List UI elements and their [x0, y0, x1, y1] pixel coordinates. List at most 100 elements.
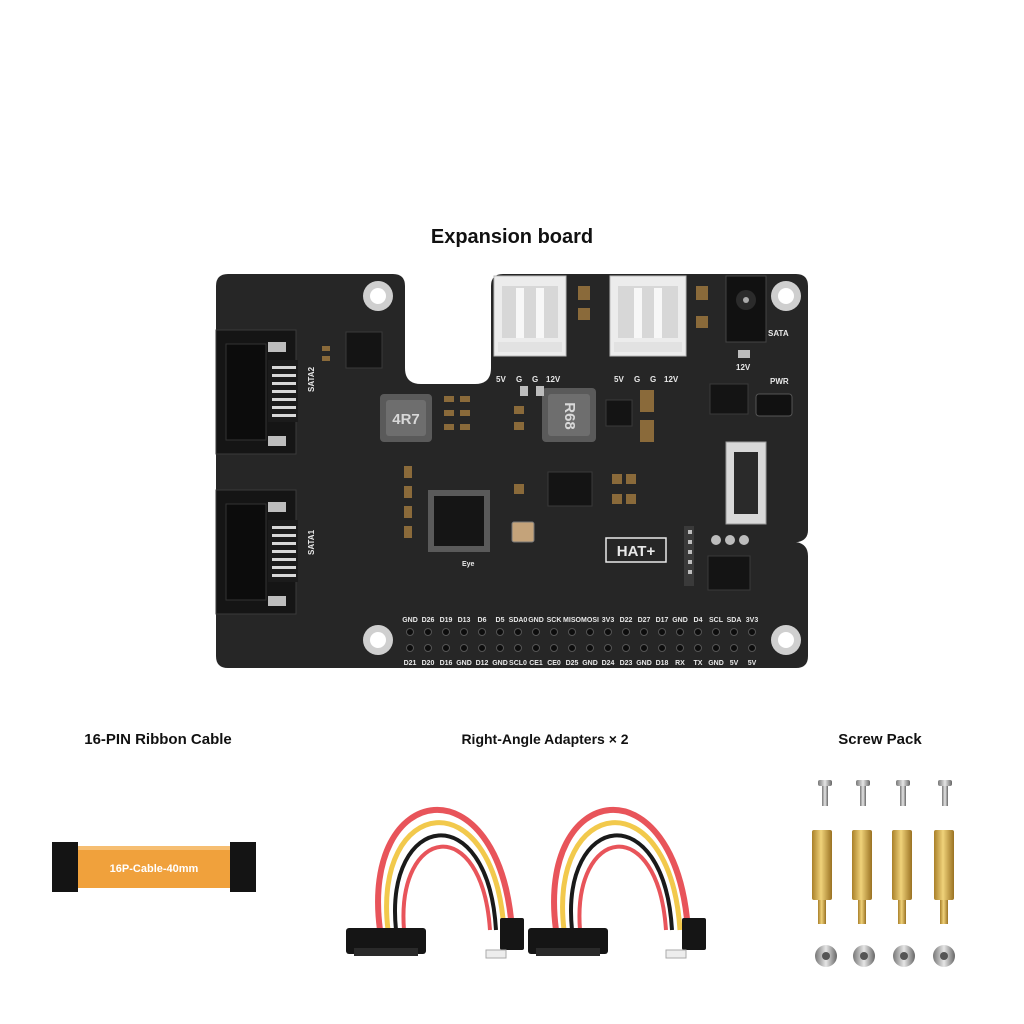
- controller-chip: [428, 490, 490, 552]
- small-chip: [345, 331, 383, 369]
- gpio-pin-label: SDA: [727, 617, 742, 624]
- gpio-bottom-labels: D21 D20 D16 GND D12 GND SCL0 CE1 CE0 D25…: [404, 660, 757, 667]
- right-angle-adapters-caption: Right-Angle Adapters × 2: [461, 731, 629, 747]
- ribbon-cable: 16P-Cable-40mm: [52, 842, 256, 892]
- gpio-pin-label: D5: [496, 617, 505, 624]
- eeprom-chip: [707, 555, 751, 591]
- hat-plus-label: HAT+: [605, 537, 667, 563]
- gpio-pin-label: D21: [404, 660, 417, 667]
- fan-pin-label: G: [516, 375, 522, 384]
- gpio-pin-label: D27: [638, 617, 651, 624]
- fan-pin-label: 5V: [614, 375, 624, 384]
- gpio-pin-label: GND: [672, 617, 688, 624]
- expansion-board-caption: Expansion board: [430, 226, 594, 248]
- screw: [938, 780, 952, 806]
- gpio-pin-label: 3V3: [602, 617, 615, 624]
- gpio-pin-label: RX: [675, 660, 685, 667]
- brass-standoff: [852, 830, 872, 924]
- gpio-pin-label: GND: [582, 660, 598, 667]
- gpio-top-labels: GND D26 D19 D13 D6 D5 SDA0 GND SCK MISO …: [402, 617, 758, 624]
- mounting-hole: [771, 625, 801, 655]
- gpio-pin-label: D4: [694, 617, 703, 624]
- gpio-pin-label: D26: [422, 617, 435, 624]
- smd-components: [520, 350, 750, 586]
- gpio-pin-label: GND: [528, 617, 544, 624]
- right-angle-adapter: [346, 807, 524, 959]
- gpio-pin-label: D6: [478, 617, 487, 624]
- gpio-pin-label: GND: [636, 660, 652, 667]
- inductor-r68: R68: [542, 388, 596, 442]
- screw-pack-caption: Screw Pack: [838, 731, 922, 748]
- gpio-pin-label: GND: [456, 660, 472, 667]
- gpio-pin-label: SDA0: [509, 617, 528, 624]
- screw: [818, 780, 832, 806]
- jack-voltage-label: 12V: [736, 363, 751, 372]
- gpio-pin-label: GND: [708, 660, 724, 667]
- gpio-pin-label: D24: [602, 660, 615, 667]
- fan-header-2-pin-labels: 5V G G 12V: [614, 375, 679, 384]
- sata1-connector: [215, 489, 298, 615]
- fpc-connector: [725, 441, 767, 525]
- brass-standoff: [892, 830, 912, 924]
- dc-power-jack: [725, 275, 767, 343]
- ribbon-cable-label: 16P-Cable-40mm: [110, 863, 199, 875]
- svg-text:HAT+: HAT+: [617, 543, 656, 560]
- gpio-pin-label: 5V: [730, 660, 739, 667]
- gpio-pin-label: 3V3: [746, 617, 759, 624]
- inductor-4r7: 4R7: [380, 394, 432, 442]
- gpio-pin-label: D12: [476, 660, 489, 667]
- hex-nut: [933, 945, 955, 967]
- gpio-pin-label: D16: [440, 660, 453, 667]
- fan-pin-label: G: [650, 375, 656, 384]
- brass-standoff: [934, 830, 954, 924]
- gpio-pin-label: D13: [458, 617, 471, 624]
- gpio-pin-label: CE1: [529, 660, 543, 667]
- mounting-hole: [363, 625, 393, 655]
- gpio-pin-label: D18: [656, 660, 669, 667]
- crystal: [511, 521, 535, 543]
- fan-pin-label: 5V: [496, 375, 506, 384]
- pcb-outline: [216, 274, 808, 668]
- smd-components: [322, 286, 708, 538]
- inductor-4r7-label: 4R7: [392, 411, 420, 428]
- screw: [896, 780, 910, 806]
- fan-pin-label: 12V: [546, 375, 561, 384]
- brass-standoff: [812, 830, 832, 924]
- gpio-pin-label: CE0: [547, 660, 561, 667]
- regulator-chip: [547, 471, 593, 507]
- expansion-board: SATA2 SATA1 5V G G 12V 5V G G 12V: [215, 274, 808, 668]
- gpio-pin-label: TX: [694, 660, 703, 667]
- gpio-pin-label: MISO: [563, 617, 581, 624]
- gpio-pin-label: SCL0: [509, 660, 527, 667]
- gpio-pin-label: 5V: [748, 660, 757, 667]
- small-chip: [605, 399, 633, 427]
- gpio-pin-label: GND: [492, 660, 508, 667]
- mounting-hole: [771, 281, 801, 311]
- push-button: [755, 393, 793, 417]
- sata2-connector: [215, 329, 298, 455]
- gpio-header: [406, 628, 756, 652]
- mounting-hole: [363, 281, 393, 311]
- gpio-pin-label: SCK: [547, 617, 562, 624]
- screw-pack: [812, 780, 955, 967]
- pwr-led-label: PWR: [770, 377, 789, 386]
- gpio-pin-label: D20: [422, 660, 435, 667]
- fan-header-1: [493, 275, 567, 357]
- gpio-pin-label: MOSI: [581, 617, 599, 624]
- gpio-pin-label: SCL: [709, 617, 724, 624]
- sata1-label: SATA1: [307, 529, 316, 555]
- screw: [856, 780, 870, 806]
- hex-nut: [815, 945, 837, 967]
- gpio-pin-label: D17: [656, 617, 669, 624]
- gpio-pin-label: D25: [566, 660, 579, 667]
- fan-header-2: [609, 275, 687, 357]
- sata-led-label: SATA: [768, 329, 789, 338]
- fan-pin-label: G: [634, 375, 640, 384]
- fan-header-1-pin-labels: 5V G G 12V: [496, 375, 561, 384]
- ribbon-cable-caption: 16-PIN Ribbon Cable: [84, 731, 232, 748]
- gpio-pin-label: GND: [402, 617, 418, 624]
- inductor-r68-label: R68: [561, 402, 578, 430]
- gpio-pin-label: D19: [440, 617, 453, 624]
- small-chip: [709, 383, 749, 415]
